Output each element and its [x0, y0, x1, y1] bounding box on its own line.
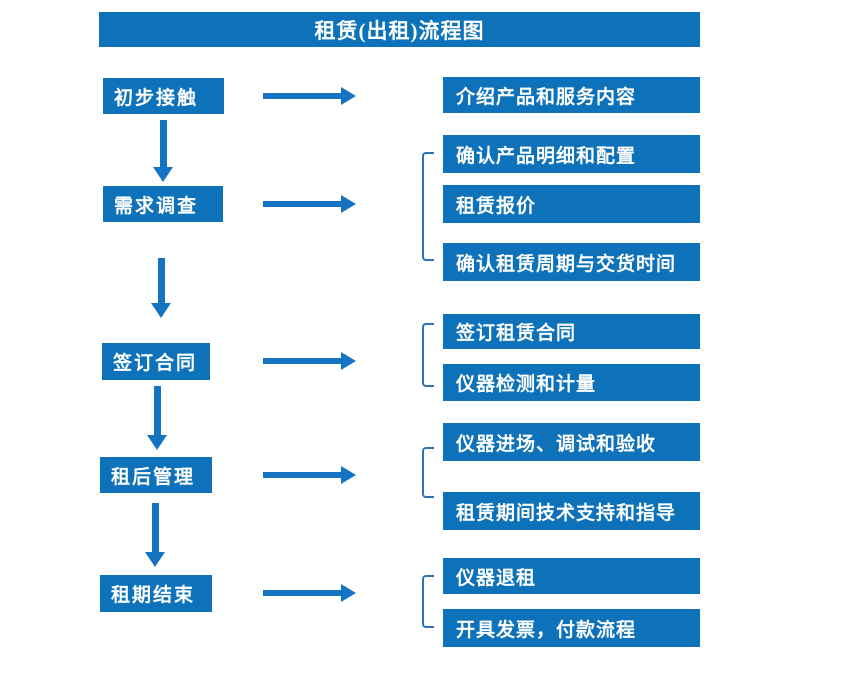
output-box-tech-support: 租赁期间技术支持和指导 — [443, 492, 700, 530]
bracket-group-demand-survey — [422, 152, 434, 261]
bracket-group-post-rental — [422, 447, 434, 498]
bracket-group-sign-contract — [422, 323, 434, 387]
flowchart-title: 租赁(出租)流程图 — [99, 12, 700, 47]
stage-box-sign-contract: 签订合同 — [102, 343, 210, 380]
output-box-invoice-payment: 开具发票，付款流程 — [443, 609, 700, 647]
stage-box-demand-survey: 需求调查 — [103, 186, 223, 222]
output-box-confirm-rental-period: 确认租赁周期与交货时间 — [443, 243, 700, 281]
output-box-rental-quote: 租赁报价 — [443, 185, 700, 223]
stage-box-initial-contact: 初步接触 — [103, 78, 224, 114]
stage-box-rental-end: 租期结束 — [100, 575, 212, 612]
bracket-group-rental-end — [422, 575, 434, 628]
output-box-confirm-product-details: 确认产品明细和配置 — [443, 135, 700, 173]
output-box-instrument-setup: 仪器进场、调试和验收 — [443, 423, 700, 461]
output-box-instrument-return: 仪器退租 — [443, 558, 700, 594]
output-box-instrument-inspection: 仪器检测和计量 — [443, 364, 700, 401]
stage-box-post-rental-management: 租后管理 — [100, 457, 212, 493]
output-box-introduce-products: 介绍产品和服务内容 — [443, 77, 700, 113]
output-box-sign-rental-contract: 签订租赁合同 — [443, 314, 700, 349]
